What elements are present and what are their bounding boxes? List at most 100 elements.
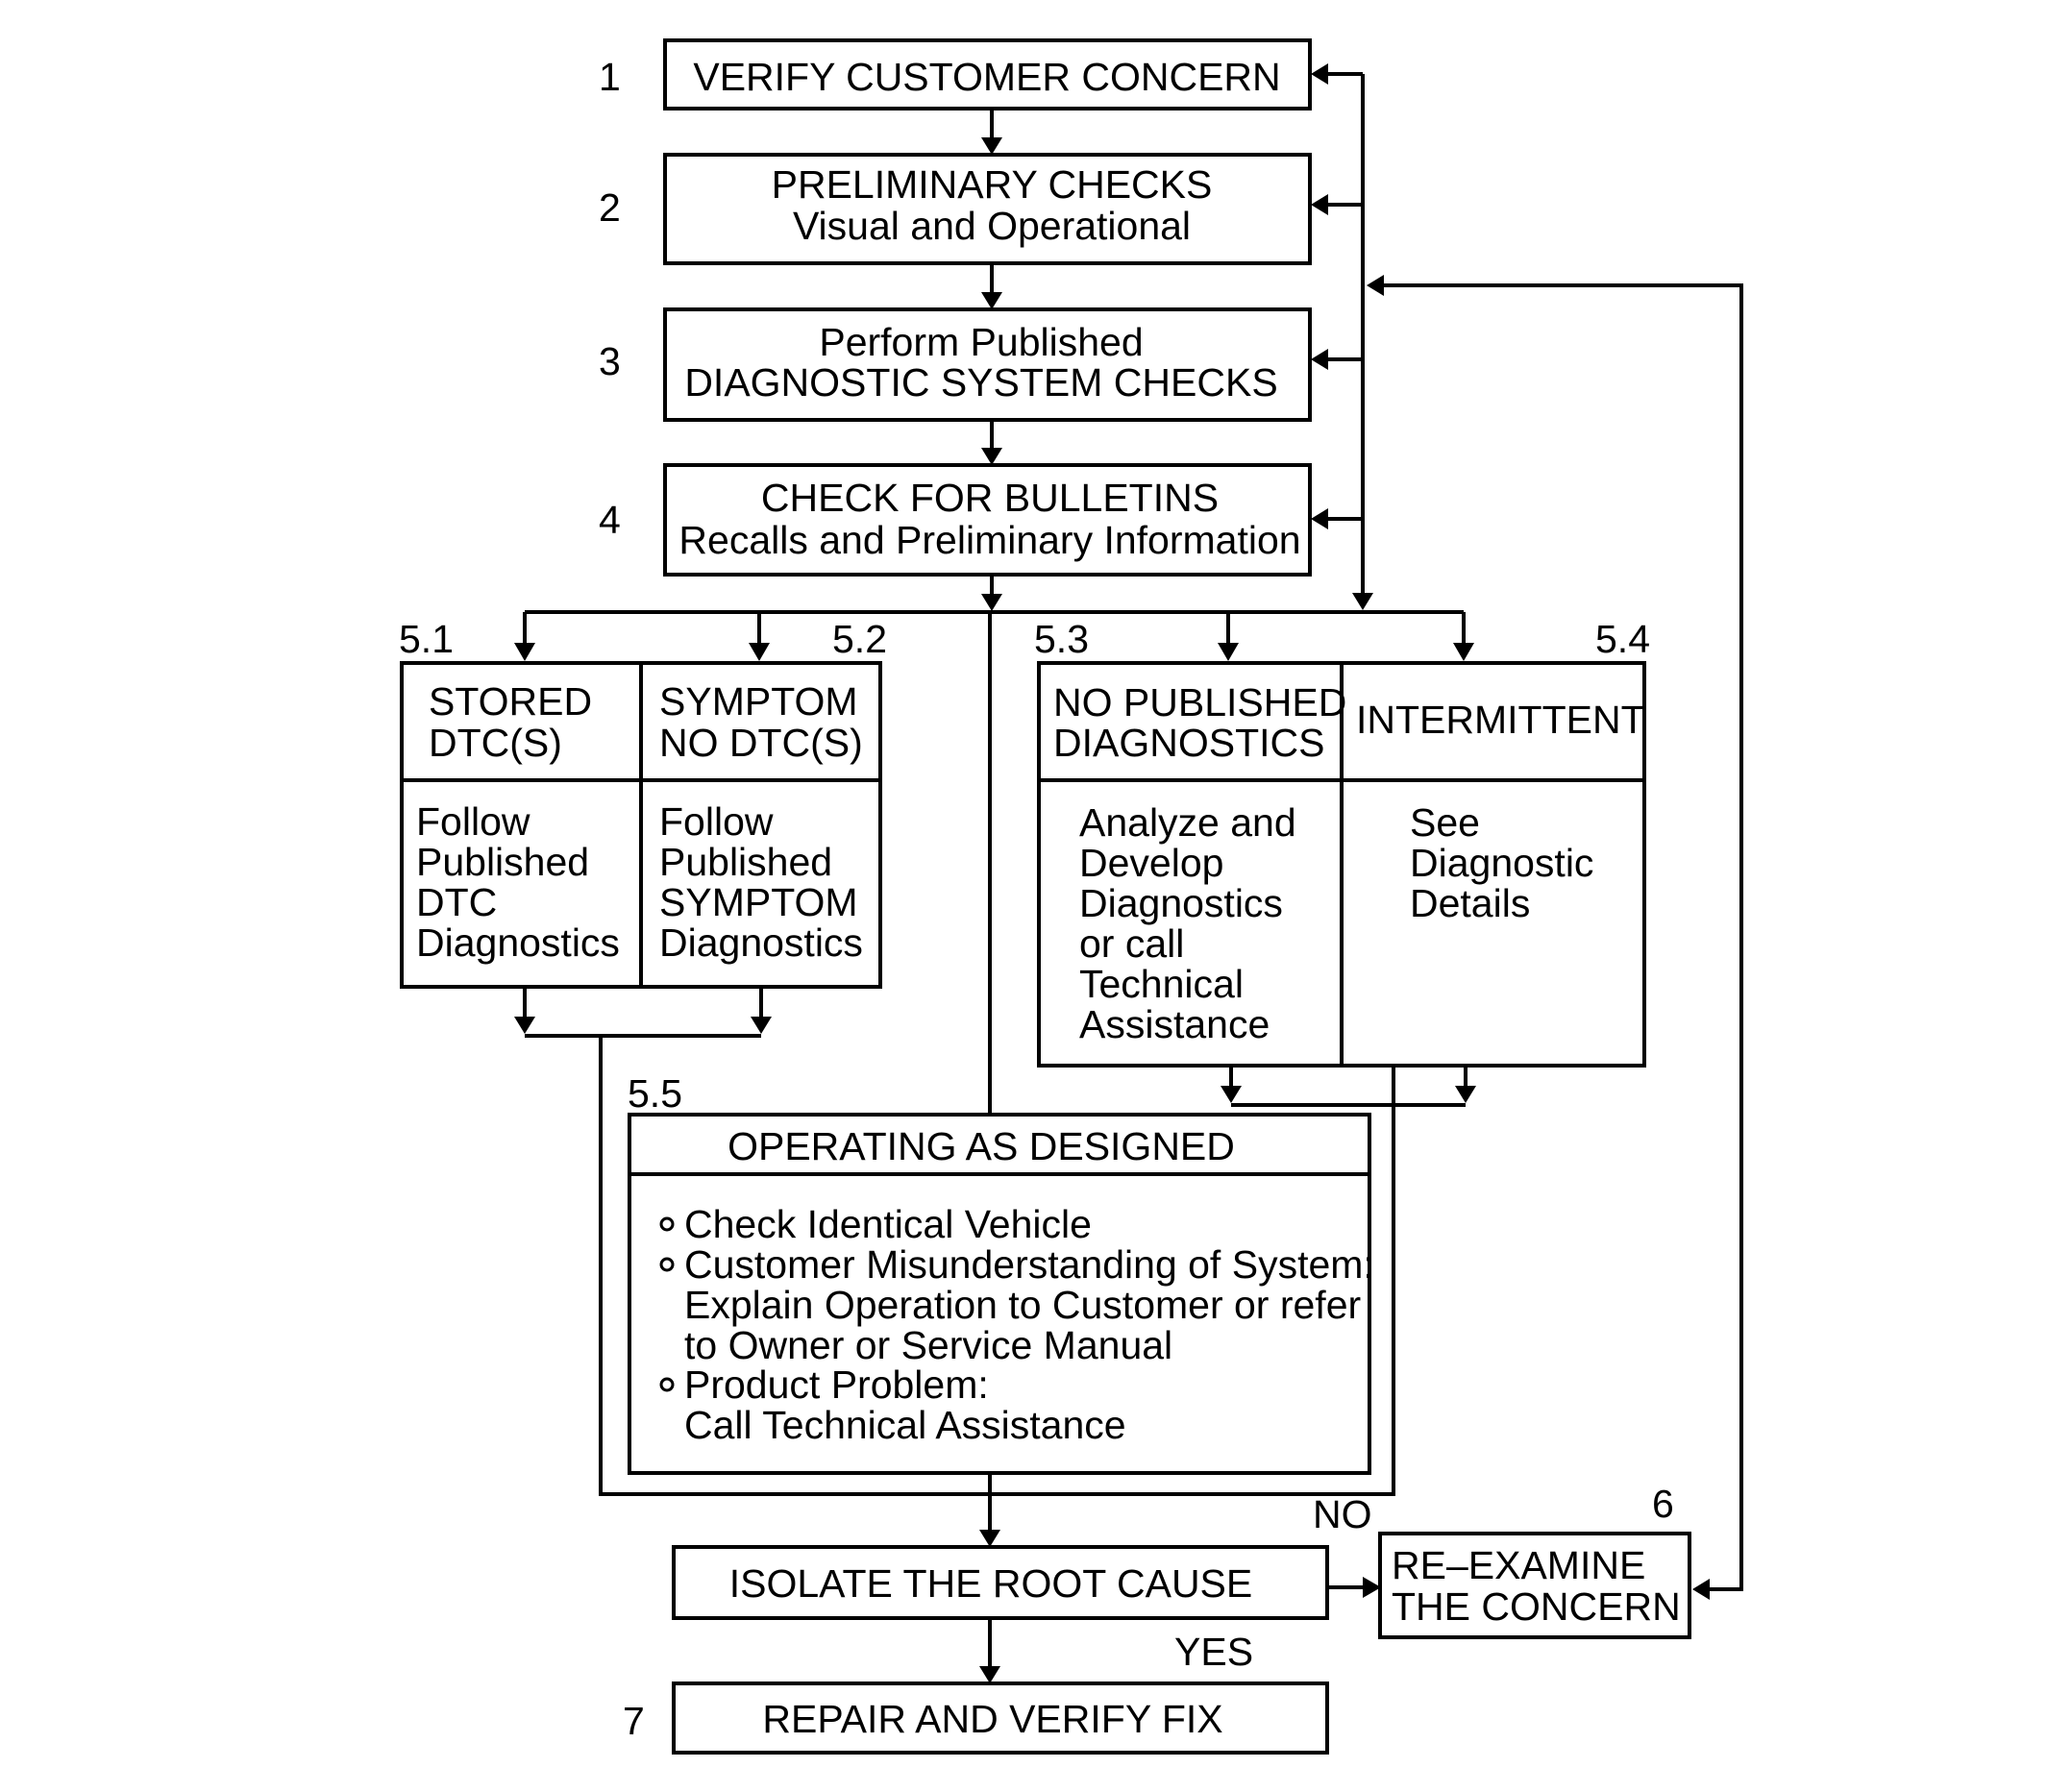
arrowheads [514,63,1710,1683]
step-7-label: REPAIR AND VERIFY FIX [762,1697,1222,1741]
isolate-label: ISOLATE THE ROOT CAUSE [729,1561,1253,1606]
arrow-merge-5-2 [751,1017,772,1034]
arrow-to-3 [981,292,1002,309]
step-1: VERIFY CUSTOMER CONCERN 1 [599,38,1312,110]
arrow-into-2 [1311,194,1328,215]
arrow-to-5-4 [1453,643,1474,661]
step-5-2-body-2: Published [659,840,832,884]
step-3-line-1: Perform Published [819,320,1143,364]
bullet-1-marker [659,1216,675,1232]
arrow-to-5-2 [749,643,770,661]
arrow-into-6-loop [1692,1579,1710,1600]
step-5-1-number: 5.1 [399,617,454,661]
step-3: Perform Published DIAGNOSTIC SYSTEM CHEC… [599,307,1312,422]
arrow-merge-5-3 [1221,1086,1242,1103]
arrow-into-1 [1311,63,1328,85]
step-5-5-title: OPERATING AS DESIGNED [728,1124,1235,1168]
step-5-4-body-2: Diagnostic [1410,841,1593,885]
step-5-3-body-6: Assistance [1079,1002,1270,1046]
steps-5-1-5-2: 5.1 5.2 STORED DTC(S) Follow Published D… [399,617,887,989]
connectors [523,72,1743,1668]
step-1-label: VERIFY CUSTOMER CONCERN [693,55,1280,99]
arrow-to-7 [979,1666,1000,1683]
step-3-box [663,307,1312,422]
edge-label-yes: YES [1174,1630,1253,1674]
step-1-box [663,38,1312,110]
step-5-4-body-1: See [1410,800,1480,845]
bullet-3-marker [659,1377,675,1392]
bullet-2-line-2: Explain Operation to Customer or refer [684,1283,1361,1327]
arrow-loop-left [1367,275,1384,296]
step-5-3-body-1: Analyze and [1079,800,1296,845]
step-5-1-body-2: Published [416,840,589,884]
arrow-merge-5-4 [1455,1086,1476,1103]
edge-label-no: NO [1313,1492,1372,1536]
step-5-2-body-1: Follow [659,799,774,844]
step-5-2-head-2: NO DTC(S) [659,721,863,765]
step-5-1-head-2: DTC(S) [429,721,562,765]
step-5-2-body-3: SYMPTOM [659,880,858,924]
step-5-1-head-1: STORED [429,679,592,724]
step-5-3-body-3: Diagnostics [1079,881,1283,925]
arrow-merge-5-1 [514,1017,535,1034]
step-5-2-body-4: Diagnostics [659,921,863,965]
step-7-number: 7 [623,1699,645,1743]
step-5-1-body-3: DTC [416,880,497,924]
step-5-5: 5.5 OPERATING AS DESIGNED Check Identica… [628,1071,1374,1475]
bullet-2-line-3: to Owner or Service Manual [684,1323,1172,1367]
step-4: CHECK FOR BULLETINS Recalls and Prelimin… [599,463,1312,577]
step-2-number: 2 [599,185,621,230]
step-5-3-head-1: NO PUBLISHED [1053,680,1346,724]
bullet-2-marker [659,1257,675,1272]
step-5-4-head-1: INTERMITTENT [1356,698,1645,742]
step-7-box [672,1682,1329,1755]
arrow-bus-down [1352,593,1373,610]
isolate-root-cause: ISOLATE THE ROOT CAUSE [672,1545,1329,1620]
step-7: REPAIR AND VERIFY FIX 7 [623,1682,1329,1755]
arrow-to-4 [981,448,1002,465]
step-5-4-number: 5.4 [1595,617,1650,661]
arrow-to-isolate [979,1530,1000,1547]
step-5-5-number: 5.5 [628,1071,682,1116]
step-4-box [663,463,1312,577]
arrow-to-2 [981,137,1002,155]
arrow-into-3 [1311,349,1328,370]
step-6-line-1: RE–EXAMINE [1392,1543,1645,1587]
bullet-2-line-1: Customer Misunderstanding of System: [684,1242,1374,1287]
step-4-title: CHECK FOR BULLETINS [761,476,1219,520]
bullet-1-line-1: Check Identical Vehicle [684,1202,1092,1246]
step-2-title: PRELIMINARY CHECKS [772,162,1213,207]
bullet-3-line-2: Call Technical Assistance [684,1403,1126,1447]
step-5-3-body-4: or call [1079,921,1184,966]
step-5-2-number: 5.2 [832,617,887,661]
step-6: RE–EXAMINE THE CONCERN 6 [1378,1482,1691,1639]
step-5-3-head-2: DIAGNOSTICS [1053,721,1324,765]
arrow-down-main [981,594,1002,611]
step-2: PRELIMINARY CHECKS Visual and Operationa… [599,153,1312,265]
step-5-1-body-4: Diagnostics [416,921,620,965]
step-4-number: 4 [599,498,621,542]
step-2-subtitle: Visual and Operational [793,204,1191,248]
step-6-line-2: THE CONCERN [1392,1584,1681,1629]
steps-5-3-5-4: 5.3 5.4 NO PUBLISHED DIAGNOSTICS Analyze… [1034,617,1650,1068]
arrow-into-4 [1311,508,1328,529]
step-1-number: 1 [599,55,621,99]
step-6-number: 6 [1652,1482,1674,1526]
loop-from-6 [1384,283,1743,1591]
step-3-line-2: DIAGNOSTIC SYSTEM CHECKS [684,360,1277,405]
arrow-to-5-3 [1218,643,1239,661]
step-3-number: 3 [599,339,621,383]
step-2-box [663,153,1312,265]
outer-wrap [599,1036,1395,1496]
bullet-3-line-1: Product Problem: [684,1362,989,1407]
step-5-3-body-2: Develop [1079,841,1223,885]
step-4-subtitle: Recalls and Preliminary Information [678,518,1300,562]
step-5-3-body-5: Technical [1079,962,1244,1006]
step-6-box [1378,1532,1691,1639]
arrow-to-6 [1363,1577,1381,1598]
step-5-1-body-1: Follow [416,799,530,844]
step-5-3-number: 5.3 [1034,617,1089,661]
step-5-2-head-1: SYMPTOM [659,679,858,724]
step-5-4-body-3: Details [1410,881,1530,925]
